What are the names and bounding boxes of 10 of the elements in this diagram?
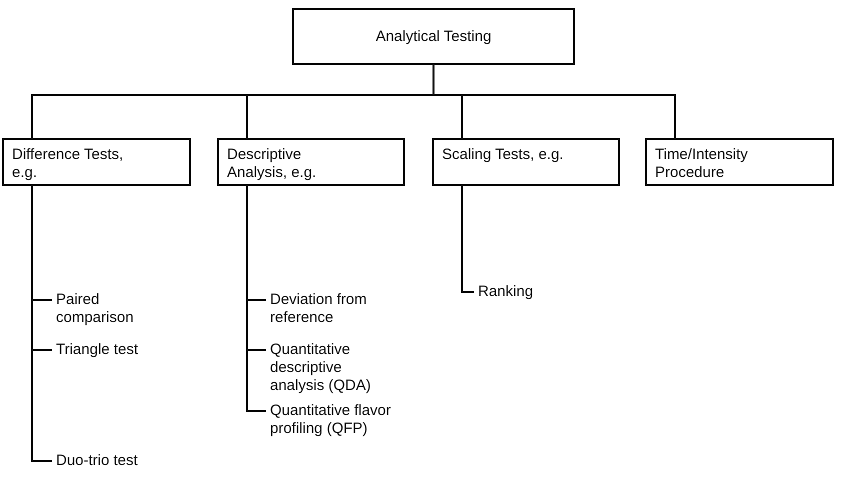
connector-line	[432, 65, 676, 138]
connector-line	[31, 186, 52, 462]
connector-line	[246, 186, 266, 412]
category-box: Scaling Tests, e.g.	[432, 138, 620, 186]
category-box: Time/Intensity Procedure	[645, 138, 834, 186]
category-box: Analytical Testing	[292, 8, 575, 65]
connector-line	[461, 186, 474, 293]
category-box: Difference Tests, e.g.	[2, 138, 191, 186]
category-box: Descriptive Analysis, e.g.	[217, 138, 405, 186]
method-label: Quantitative flavor profiling (QFP)	[270, 402, 392, 438]
